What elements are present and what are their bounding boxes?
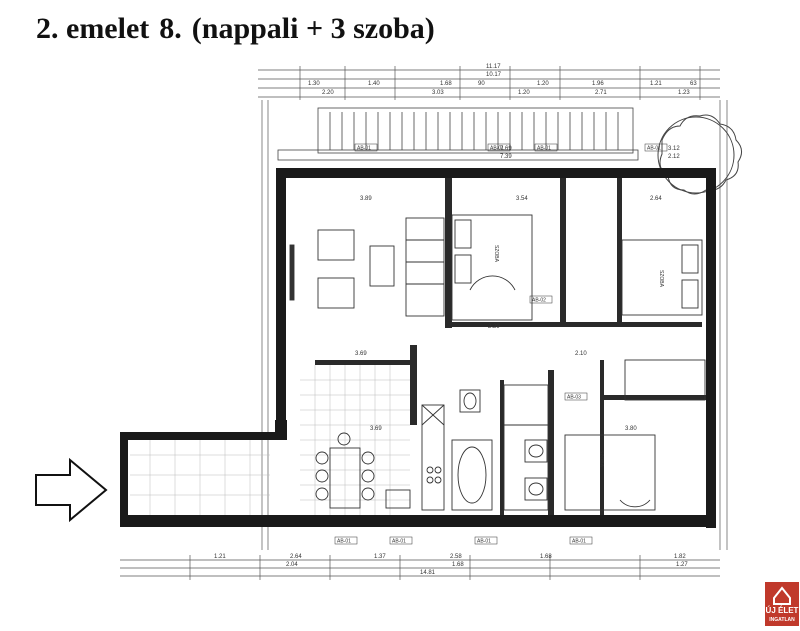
room-labels: SZOBA SZOBA SZOBA — [493, 245, 664, 468]
logo-line-1: ÚJ ÉLET — [765, 606, 799, 615]
dim-top-r2-1: 2.20 — [322, 90, 334, 96]
logo-line-2: INGATLAN — [769, 617, 795, 623]
brand-logo: ÚJ ÉLET INGATLAN — [765, 582, 799, 626]
bedroom-1 — [451, 214, 533, 321]
window-tag-8: AB-01 — [572, 539, 586, 545]
window-tag-5: AB-01 — [337, 539, 351, 545]
bathrooms — [451, 384, 549, 511]
dim-int-5: 3.69 — [370, 426, 382, 432]
dim-bot-4: 2.58 — [450, 554, 462, 560]
window-tag-6: AB-01 — [392, 539, 406, 545]
floor-label: 2. emelet — [36, 12, 150, 45]
window-tag-7: AB-01 — [477, 539, 491, 545]
unit-number: 8. — [159, 12, 182, 45]
top-dimension-text: 11.17 10.17 1.30 1.40 1.68 90 1.20 1.96 … — [308, 64, 697, 96]
inner-walls — [315, 178, 706, 515]
top-dimension-lines — [258, 66, 720, 100]
window-tag-9: AB-02 — [532, 298, 546, 304]
dim-balcony-2: 7.39 — [500, 154, 512, 160]
bottom-dimension-text: 1.21 2.64 1.37 2.58 1.68 1.82 2.04 1.68 … — [214, 554, 688, 576]
room-summary: (nappali + 3 szoba) — [191, 12, 435, 45]
window-tag-1: AB-01 — [357, 146, 371, 152]
living-furniture — [289, 217, 445, 317]
dim-top-1: 1.30 — [308, 81, 320, 87]
dim-top-5: 1.20 — [537, 81, 549, 87]
house-icon — [765, 582, 799, 626]
dim-top-7: 1.21 — [650, 81, 662, 87]
window-tag-10: AB-03 — [567, 395, 581, 401]
dim-int-7: 2.29 — [488, 324, 500, 330]
dim-int-6: 3.80 — [625, 426, 637, 432]
dim-int-4: 3.69 — [355, 351, 367, 357]
bedroom-2 — [621, 239, 706, 401]
dim-top-8: 63 — [690, 81, 697, 87]
outer-walls — [120, 168, 716, 528]
dining-and-kitchen — [315, 404, 445, 511]
dim-top-r2-2: 3.03 — [432, 90, 444, 96]
bedroom-3 — [564, 434, 656, 511]
dim-top-2: 1.40 — [368, 81, 380, 87]
dim-bot-2: 2.64 — [290, 554, 302, 560]
dim-top-4: 90 — [478, 81, 485, 87]
window-tag-3: AB-01 — [537, 146, 551, 152]
window-tag-4: AB-01 — [647, 146, 661, 152]
balcony-dimensions: 7.69 7.39 3.12 2.12 — [500, 146, 680, 160]
dim-inner: 10.17 — [486, 72, 502, 78]
dim-int-3: 2.64 — [650, 196, 662, 202]
dim-bot-5: 1.68 — [540, 554, 552, 560]
interior-dimensions: 3.89 3.54 2.64 3.69 3.69 3.80 2.29 2.10 — [355, 196, 662, 432]
dim-bot-r2-1: 2.04 — [286, 562, 298, 568]
bottom-dimension-lines — [120, 555, 720, 580]
window-tag-2: AB-01 — [490, 146, 504, 152]
room-label-1: SZOBA — [493, 245, 499, 263]
room-label-2: SZOBA — [658, 270, 664, 288]
dim-bot-r2-2: 1.68 — [452, 562, 464, 568]
balcony — [277, 107, 639, 161]
plan-title: 2. emelet 8. (nappali + 3 szoba) — [36, 12, 445, 46]
dim-balcony-3: 3.12 — [668, 146, 680, 152]
dim-top-6: 1.96 — [592, 81, 604, 87]
dim-int-8: 2.10 — [575, 351, 587, 357]
entrance-arrow — [35, 457, 108, 523]
room-label-3: SZOBA — [598, 450, 604, 468]
dim-top-r2-5: 1.23 — [678, 90, 690, 96]
dim-bot-1: 1.21 — [214, 554, 226, 560]
dim-overall: 11.17 — [486, 64, 501, 70]
dim-bot-r2-3: 1.27 — [676, 562, 688, 568]
dim-balcony-1: 7.69 — [500, 146, 512, 152]
dim-bot-3: 1.37 — [374, 554, 386, 560]
window-tags: AB-01 AB-01 AB-01 AB-01 AB-01 AB-01 AB-0… — [334, 143, 668, 545]
dim-top-r2-4: 2.71 — [595, 90, 607, 96]
dim-bot-overall: 14.81 — [420, 570, 436, 576]
dim-int-2: 3.54 — [516, 196, 528, 202]
dim-int-1: 3.89 — [360, 196, 372, 202]
dim-top-r2-3: 1.20 — [518, 90, 530, 96]
dim-top-3: 1.68 — [440, 81, 452, 87]
tree-symbol — [657, 114, 742, 195]
dim-balcony-4: 2.12 — [668, 154, 680, 160]
dim-bot-6: 1.82 — [674, 554, 686, 560]
